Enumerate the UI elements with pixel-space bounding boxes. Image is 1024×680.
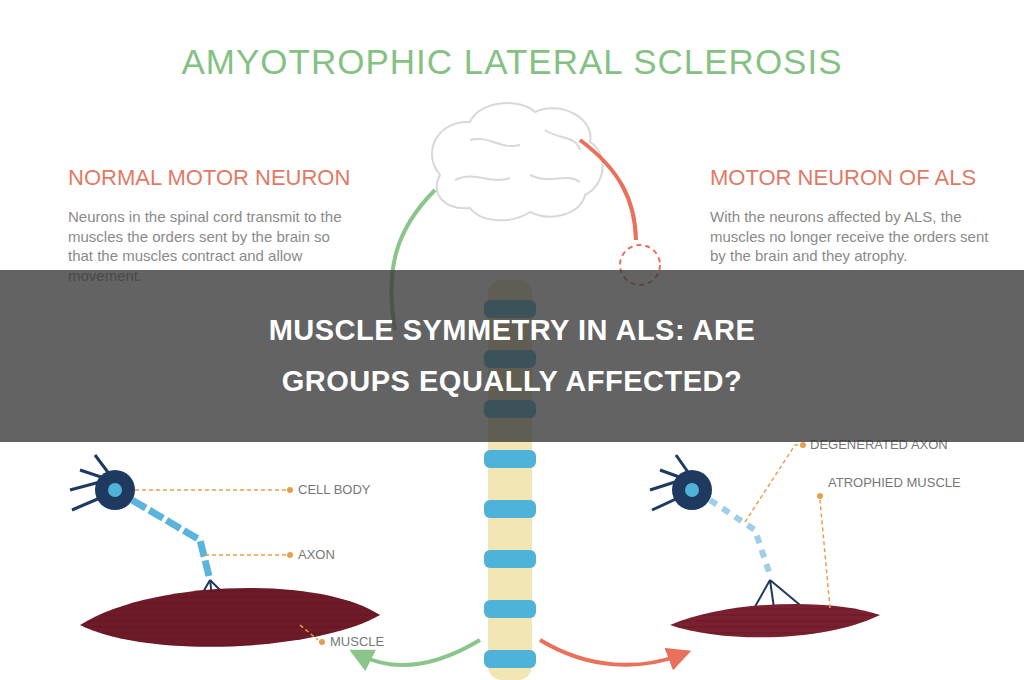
leader-line (135, 490, 318, 640)
brain-outline (432, 103, 603, 220)
leader-line (745, 445, 830, 608)
signal-arrow (540, 640, 680, 665)
part-label: MUSCLE (330, 634, 470, 650)
title-band: MUSCLE SYMMETRY IN ALS: ARE GROUPS EQUAL… (0, 270, 1024, 442)
title: AMYOTROPHIC LATERAL SCLEROSIS (0, 42, 1024, 82)
band-title: MUSCLE SYMMETRY IN ALS: ARE GROUPS EQUAL… (212, 305, 812, 407)
part-label: AXON (298, 547, 438, 563)
atrophied-muscle (670, 604, 880, 637)
section-heading: MOTOR NEURON OF ALS (710, 165, 1010, 191)
part-label: ATROPHIED MUSCLE (828, 475, 1018, 491)
part-label: CELL BODY (298, 482, 438, 498)
blocked-arrow (580, 140, 636, 240)
section-heading: NORMAL MOTOR NEURON (68, 165, 368, 191)
als-neuron (650, 455, 800, 615)
description: With the neurons affected by ALS, the mu… (710, 207, 1005, 266)
